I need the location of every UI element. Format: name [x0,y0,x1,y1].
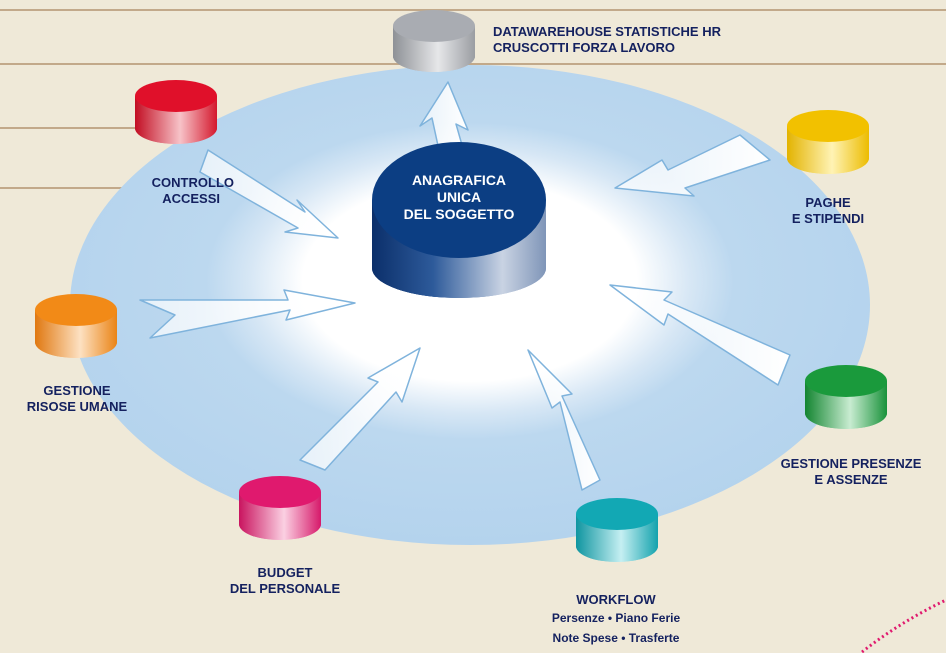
label-workflow-line-3: Note Spese • Trasferte [552,631,680,645]
label-workflow: WORKFLOW Persenze • Piano Ferie Note Spe… [516,592,716,648]
arrow-controllo-accessi [199,149,339,239]
center-label-line-3: DEL SOGGETTO [403,206,515,222]
cylinder-risorse-umane [35,294,117,358]
label-budget-line-2: DEL PERSONALE [229,581,341,596]
label-budget: BUDGET DEL PERSONALE [200,565,370,597]
cylinder-presenze [805,365,887,429]
arrow-workflow [527,349,601,491]
label-datawarehouse-line-2: CRUSCOTTI FORZA LAVORO [493,40,675,55]
label-datawarehouse: DATAWAREHOUSE STATISTICHE HR CRUSCOTTI F… [493,24,721,56]
arrow-presenze [609,284,791,386]
label-datawarehouse-line-1: DATAWAREHOUSE STATISTICHE HR [493,24,721,39]
label-budget-line-1: BUDGET [257,565,313,580]
label-workflow-line-2: Persenze • Piano Ferie [551,611,681,625]
label-paghe: PAGHE E STIPENDI [770,195,886,227]
cylinder-datawarehouse [393,10,475,72]
label-paghe-line-2: E STIPENDI [791,211,865,226]
cylinder-controllo-accessi [135,80,217,144]
label-paghe-line-1: PAGHE [805,195,851,210]
center-label: ANAGRAFICA UNICA DEL SOGGETTO [372,172,546,223]
label-workflow-line-1: WORKFLOW [576,592,656,607]
center-cylinder [372,142,546,298]
arrow-risorse-umane [139,289,356,339]
label-presenze-line-1: GESTIONE PRESENZE [780,456,922,471]
label-risorse-umane: GESTIONE RISOSE UMANE [0,383,154,415]
label-risorse-umane-line-2: RISOSE UMANE [26,399,128,414]
arrow-paghe [614,134,771,197]
label-risorse-umane-line-1: GESTIONE [43,383,111,398]
center-label-line-2: UNICA [436,189,482,205]
arrow-budget [299,347,421,471]
cylinder-workflow [576,498,658,562]
cylinder-paghe [787,110,869,174]
dotted-accent [861,598,946,653]
arrows [139,81,791,491]
label-presenze-line-2: E ASSENZE [814,472,888,487]
label-controllo-accessi-line-2: ACCESSI [162,191,220,206]
label-controllo-accessi-line-1: CONTROLLO [151,175,234,190]
center-label-line-1: ANAGRAFICA [411,172,507,188]
label-presenze: GESTIONE PRESENZE E ASSENZE [756,456,946,488]
label-controllo-accessi: CONTROLLO ACCESSI [124,175,234,207]
cylinder-budget [239,476,321,540]
